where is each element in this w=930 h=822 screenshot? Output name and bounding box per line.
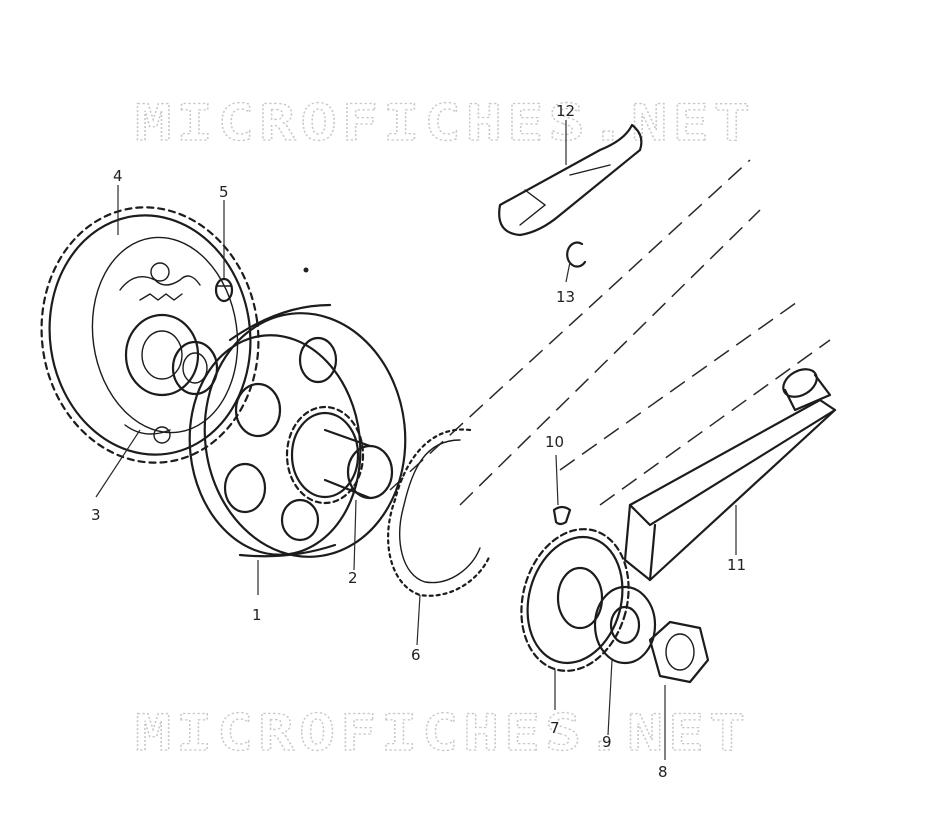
callout-5: 5 (219, 183, 229, 201)
callout-6: 6 (411, 646, 421, 664)
drive-chain (387, 428, 492, 597)
drive-sprocket (285, 405, 394, 505)
chain-cover-clip (498, 123, 643, 237)
clutch-drum (188, 303, 407, 558)
callout-labels: 1 2 3 4 5 6 7 8 9 10 11 12 13 (91, 102, 746, 781)
callout-9: 9 (602, 733, 612, 751)
callout-4: 4 (113, 167, 123, 185)
watermark-bottom: MICROFICHES.NET (135, 704, 750, 762)
callout-10: 10 (545, 433, 564, 451)
callout-12: 12 (556, 102, 575, 120)
watermark-top: MICROFICHES.NET (135, 94, 755, 152)
callout-2: 2 (348, 569, 358, 587)
kick-arm (623, 368, 837, 582)
callout-1: 1 (252, 606, 262, 624)
circlip (566, 241, 587, 268)
kick-sprocket (520, 528, 630, 672)
callout-8: 8 (658, 763, 668, 781)
callout-13: 13 (556, 288, 575, 306)
centerlines (389, 159, 831, 506)
starter-gear (40, 206, 260, 464)
washer (593, 585, 657, 665)
callout-3: 3 (91, 506, 101, 524)
callout-11: 11 (727, 556, 746, 574)
woodruff-key (552, 505, 572, 526)
leader-lines (95, 120, 737, 760)
callout-7: 7 (550, 719, 560, 737)
hex-nut (648, 620, 710, 684)
stray-dot (303, 267, 309, 273)
pin-part-5 (214, 277, 234, 303)
